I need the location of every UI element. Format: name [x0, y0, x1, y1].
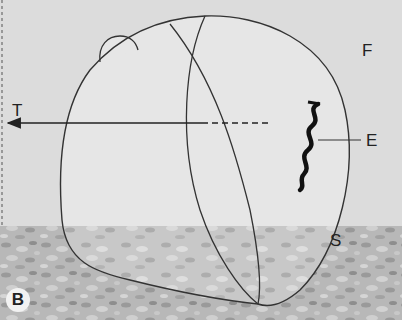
arrow-label: T — [12, 102, 22, 119]
part-label: E — [366, 132, 377, 149]
region-label: F — [362, 42, 372, 59]
panel-letter: B — [6, 288, 30, 312]
region-label: S — [330, 232, 341, 249]
